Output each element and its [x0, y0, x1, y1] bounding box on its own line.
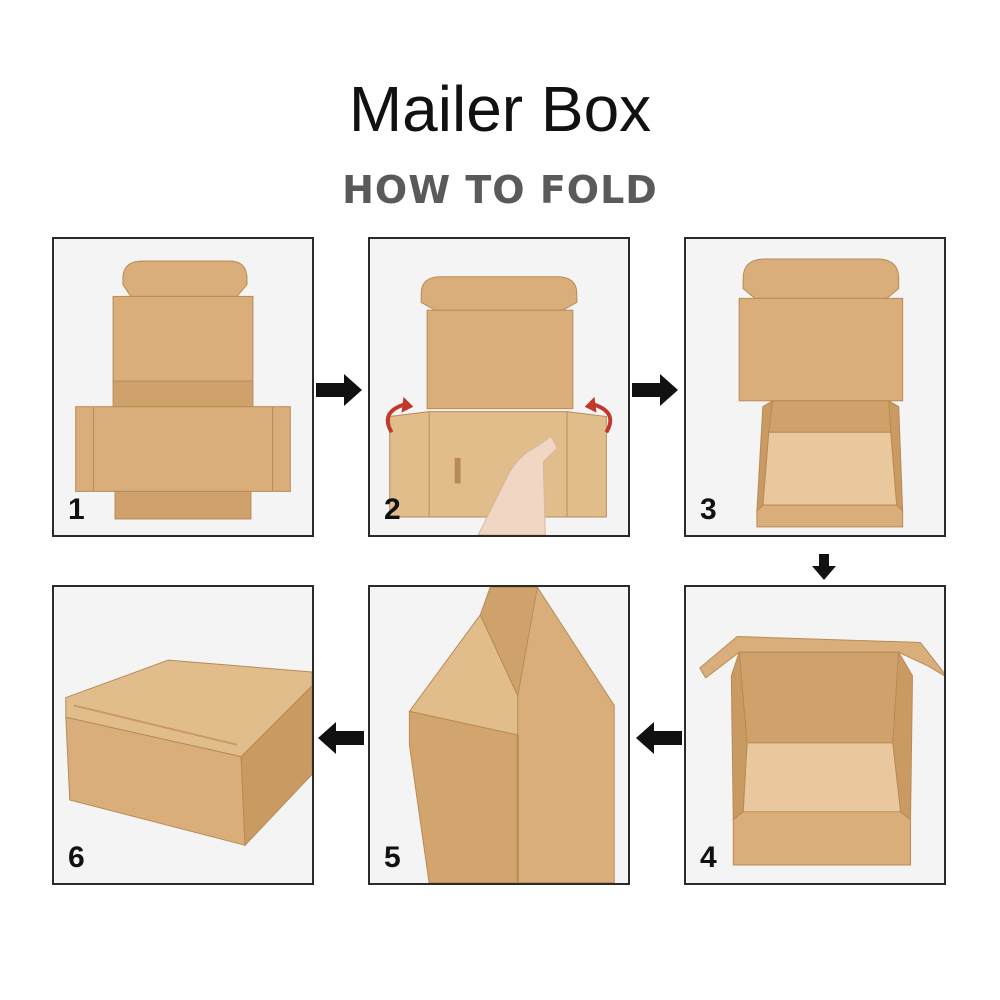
box-lid-open-illustration [699, 636, 944, 866]
step-number-2: 2 [384, 493, 401, 526]
arrow-right-icon [316, 374, 362, 406]
arrow-down-icon [812, 554, 836, 580]
page-title: Mailer Box [348, 73, 652, 145]
step-panel-5: 5 [368, 585, 630, 885]
arrow-left-icon [318, 722, 364, 754]
arrow-left-icon [636, 722, 682, 754]
step-panel-3: 3 [684, 237, 946, 537]
corner-flap-closeup-illustration [408, 587, 615, 883]
tray-formed-illustration [738, 258, 904, 528]
step-number-5: 5 [384, 841, 401, 874]
step-panel-2: 2 [368, 237, 630, 537]
step-number-4: 4 [700, 841, 717, 874]
unfolded-box-illustration [75, 260, 291, 520]
page-subtitle: HOW TO FOLD [342, 168, 658, 212]
step-number-3: 3 [700, 493, 717, 526]
closed-box-illustration [65, 659, 312, 847]
arrow-right-icon [632, 374, 678, 406]
step-panel-4: 4 [684, 585, 946, 885]
step-number-1: 1 [68, 493, 85, 526]
folding-sides-illustration [385, 276, 613, 535]
step-panel-1: 1 [52, 237, 314, 537]
step-number-6: 6 [68, 841, 85, 874]
step-panel-6: 6 [52, 585, 314, 885]
